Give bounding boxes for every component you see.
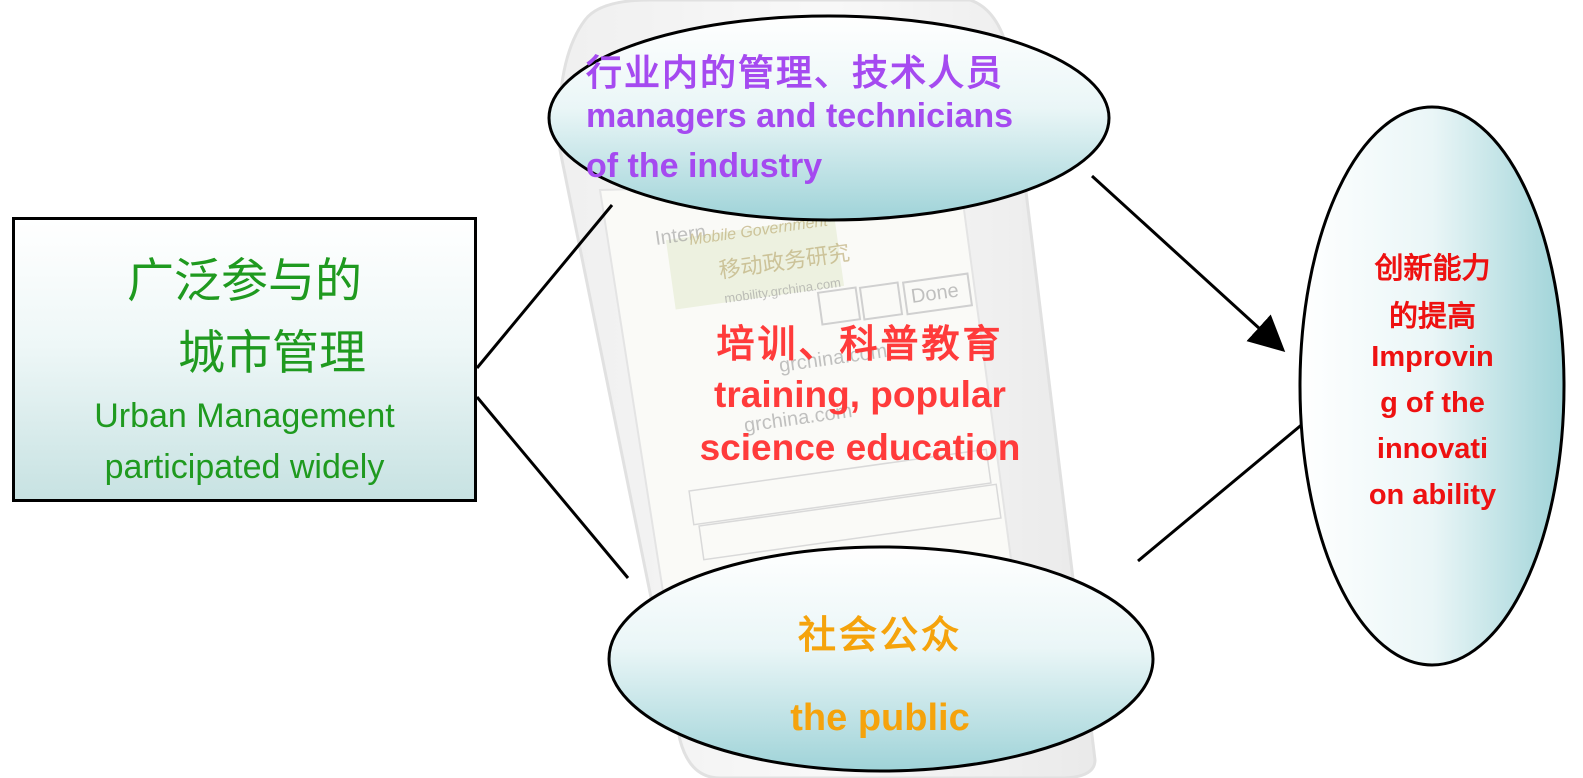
training-en-line2: science education	[699, 427, 1021, 468]
connector-public-to-innovation	[1137, 420, 1306, 563]
innovation-line: innovati	[1376, 433, 1489, 465]
innovation-line: 创新能力	[1374, 251, 1491, 285]
public-ellipse	[607, 545, 1155, 773]
innovation-ellipse	[1298, 105, 1566, 667]
innovation-line: on ability	[1368, 479, 1497, 511]
innovation-line: Improvin	[1371, 341, 1494, 373]
urban-management-en-line1: Urban Management	[94, 397, 395, 435]
urban-management-en-line2: participated widely	[104, 448, 385, 486]
public-zh-label: 社会公众	[797, 613, 962, 657]
urban-management-zh-line2: 城市管理	[178, 326, 366, 381]
urban-management-zh-line1: 广泛参与的	[127, 254, 362, 309]
innovation-line: 的提高	[1388, 299, 1476, 333]
managers-en-line1: managers and technicians	[586, 97, 1014, 135]
training-zh-label: 培训、科普教育	[716, 322, 1004, 366]
arrow-managers-to-innovation	[1090, 174, 1286, 353]
innovation-line: g of the	[1380, 387, 1485, 419]
managers-ellipse	[547, 14, 1111, 222]
managers-en-line2: of the industry	[586, 147, 823, 185]
managers-zh-label: 行业内的管理、技术人员	[586, 53, 1005, 94]
urban-management-box	[12, 217, 477, 502]
training-en-line1: training, popular	[714, 374, 1006, 415]
connector-urban-to-public	[475, 396, 630, 579]
public-en-label: the public	[790, 697, 970, 739]
connector-urban-to-managers	[475, 204, 614, 369]
